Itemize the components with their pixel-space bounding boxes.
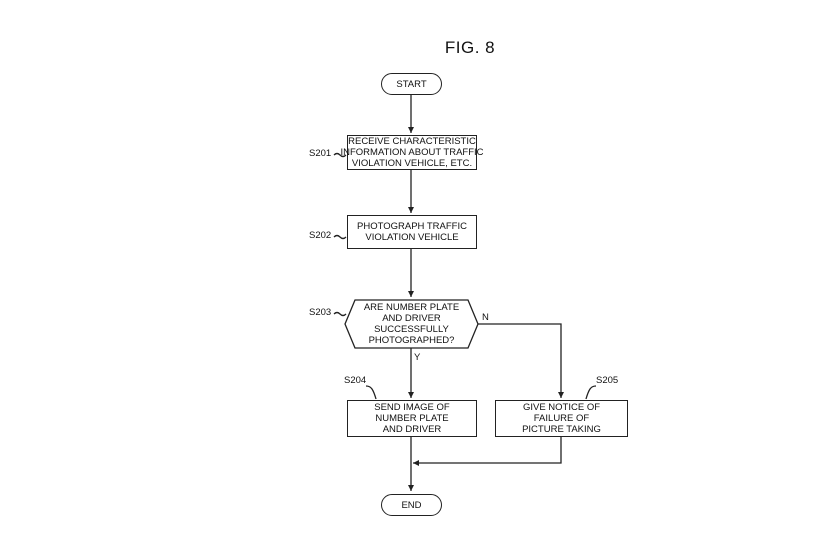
- s205-line-1: GIVE NOTICE OF: [522, 402, 601, 413]
- s204-line-2: NUMBER PLATE: [375, 413, 449, 424]
- step-label-s202: S202: [309, 230, 332, 241]
- step-label-s203: S203: [309, 307, 332, 318]
- s204-line-3: AND DRIVER: [382, 424, 442, 435]
- end-terminal: END: [381, 494, 442, 516]
- figure-title: FIG. 8: [444, 38, 496, 57]
- s203-line-1: ARE NUMBER PLATE: [363, 302, 460, 313]
- s203-line-2: AND DRIVER: [382, 313, 441, 324]
- s203-line-4: PHOTOGRAPHED?: [368, 335, 455, 346]
- s201-line-1: RECEIVE CHARACTERISTIC: [348, 136, 476, 147]
- leader-s204: [365, 385, 377, 400]
- s203-line-3: SUCCESSFULLY: [374, 324, 449, 335]
- leader-s202: [333, 234, 347, 240]
- decision-text-s203: ARE NUMBER PLATE AND DRIVER SUCCESSFULLY…: [350, 301, 473, 347]
- step-label-s201: S201: [309, 148, 332, 159]
- start-terminal: START: [381, 73, 442, 95]
- connector-s205-merge: [413, 437, 562, 466]
- connector-s203-s205-no: [478, 323, 564, 398]
- s202-line-2: VIOLATION VEHICLE: [365, 232, 459, 243]
- s201-line-2: INFORMATION ABOUT TRAFFIC: [340, 147, 484, 158]
- process-box-s201: RECEIVE CHARACTERISTIC INFORMATION ABOUT…: [340, 135, 484, 170]
- step-label-s205: S205: [596, 375, 619, 386]
- s202-line-1: PHOTOGRAPH TRAFFIC: [357, 221, 467, 232]
- step-label-s204: S204: [344, 375, 367, 386]
- s205-line-3: PICTURE TAKING: [522, 424, 601, 435]
- process-box-s202: PHOTOGRAPH TRAFFIC VIOLATION VEHICLE: [347, 215, 477, 249]
- leader-s203: [333, 311, 347, 317]
- process-box-s205: GIVE NOTICE OF FAILURE OF PICTURE TAKING: [495, 400, 628, 437]
- end-label: END: [401, 499, 422, 511]
- start-label: START: [396, 78, 427, 90]
- branch-label-no: N: [482, 312, 489, 323]
- leader-s205: [585, 385, 597, 400]
- s201-line-3: VIOLATION VEHICLE, ETC.: [351, 158, 473, 169]
- leader-s201: [333, 152, 347, 158]
- branch-label-yes: Y: [414, 352, 421, 363]
- decision-shape-s203: [344, 299, 479, 349]
- s205-line-2: FAILURE OF: [533, 413, 590, 424]
- s204-line-1: SEND IMAGE OF: [374, 402, 450, 413]
- process-box-s204: SEND IMAGE OF NUMBER PLATE AND DRIVER: [347, 400, 477, 437]
